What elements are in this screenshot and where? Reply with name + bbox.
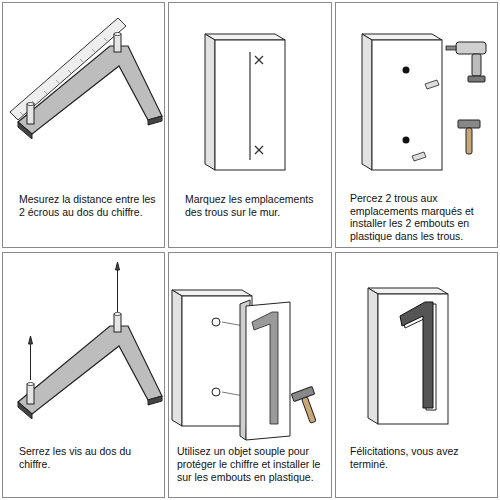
step-caption: Percez 2 trous aux emplacements marqués … (350, 192, 492, 243)
step-caption: Marquez les emplacements des trous sur l… (185, 193, 327, 219)
step-caption: Félicitations, vous avez terminé. (350, 445, 492, 471)
instruction-panel: Mesurez la distance entre les 2 écrous a… (2, 2, 165, 248)
step-caption: Mesurez la distance entre les 2 écrous a… (19, 193, 159, 219)
step-caption: Utilisez un objet souple pour protéger l… (177, 445, 327, 483)
instruction-panel: Percez 2 trous aux emplacements marqués … (335, 2, 498, 248)
instruction-panel: Félicitations, vous avez terminé. (335, 252, 498, 498)
instruction-panel: Marquez les emplacements des trous sur l… (168, 2, 332, 248)
instruction-panel: Serrez les vis au dos du chiffre. (2, 252, 165, 498)
step-caption: Serrez les vis au dos du chiffre. (19, 445, 159, 471)
instruction-panel: Utilisez un objet souple pour protéger l… (168, 252, 332, 498)
